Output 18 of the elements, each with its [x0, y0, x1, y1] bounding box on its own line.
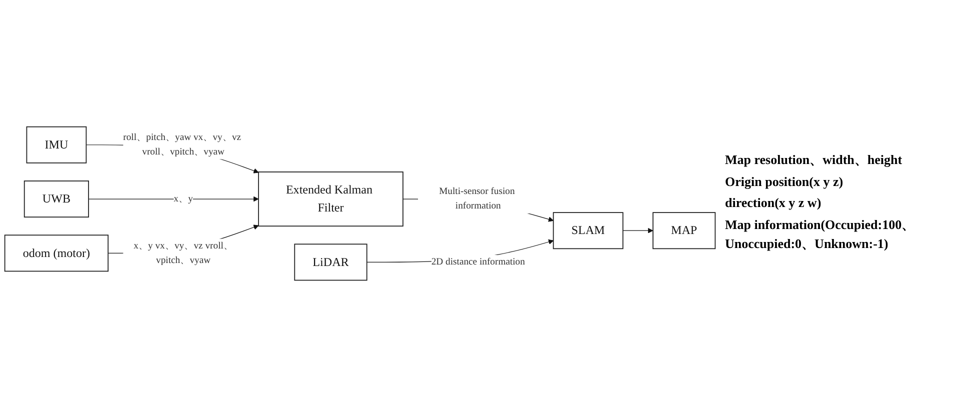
- annotation-text: Origin position(x y z): [725, 172, 844, 191]
- arrow: [622, 228, 654, 234]
- node-box: UWB: [24, 180, 89, 218]
- annotation-text: direction(x y z w): [725, 194, 822, 212]
- node-box: LiDAR: [294, 244, 368, 282]
- edge-label: x、y vx、vy、vz vroll、vpitch、vyaw: [134, 241, 234, 266]
- annotation-text: Map information(Occupied:100、Unoccupied:0、Unknown:-1): [725, 216, 916, 253]
- node-box: Extended Kalman Filter: [258, 172, 404, 228]
- edge-label: Multi-sensor fusion information: [439, 186, 515, 212]
- edge-label: x、y: [174, 194, 193, 204]
- node-box: odom (motor): [4, 235, 109, 272]
- annotation-text: Map resolution、width、height: [725, 151, 904, 169]
- edge-label: 2D distance information: [431, 257, 525, 268]
- node-box: SLAM: [552, 212, 624, 250]
- node-box: IMU: [26, 126, 87, 164]
- node-box: MAP: [652, 212, 716, 250]
- edge-label: roll、pitch、yaw vx、vy、vz vroll、vpitch、vyaw: [123, 132, 242, 158]
- arrow: [88, 196, 259, 202]
